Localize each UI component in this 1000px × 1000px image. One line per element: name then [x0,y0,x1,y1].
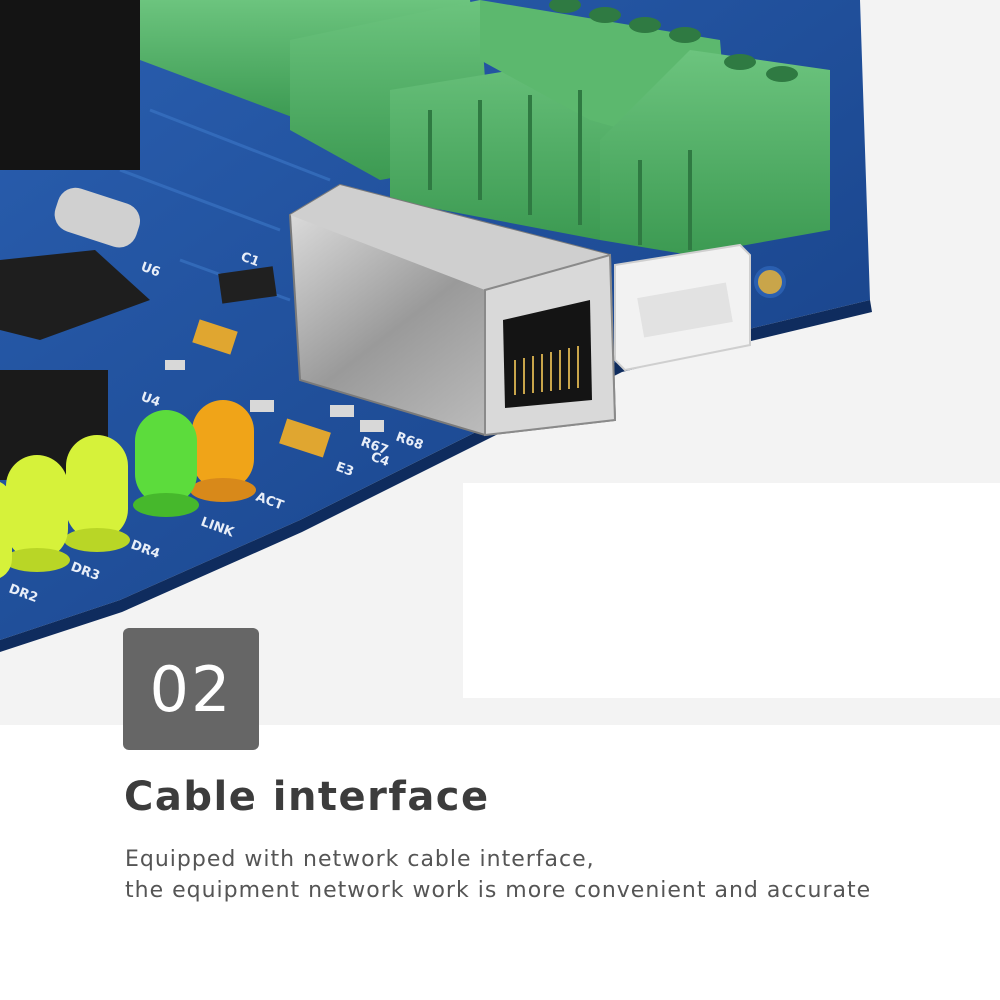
relay-block [0,0,140,170]
led-green [133,410,199,517]
led-yellow-green-3 [0,482,12,578]
feature-title: Cable interface [124,774,490,820]
label-c4: C4 [369,450,392,470]
small-ic [218,266,277,304]
terminal-blocks [140,0,830,255]
product-photo: ACT LINK DR4 DR3 DR2 U4 C4 E3 U6 C1 R68 … [0,0,1000,725]
led-amber [190,400,256,502]
smd-components [165,319,384,458]
mounting-hole [754,266,786,298]
led-yellow-green-1 [64,435,130,552]
led-yellow-green-2 [4,455,70,572]
feature-description: Equipped with network cable interface, t… [125,844,975,906]
label-u6: U6 [139,260,163,281]
rj45-network-port [288,183,617,437]
microcontroller-chip [0,250,150,340]
label-c1: C1 [239,250,262,270]
label-u4: U4 [139,390,163,411]
feature-number: 02 [149,652,233,726]
status-leds [0,400,256,578]
description-line-1: Equipped with network cable interface, [125,847,595,872]
crystal-oscillator [54,187,141,248]
feature-number-badge: 02 [123,628,259,750]
label-e3: E3 [334,460,356,480]
jst-connector [614,243,751,372]
white-panel [463,483,1000,698]
description-line-2: the equipment network work is more conve… [125,878,872,903]
